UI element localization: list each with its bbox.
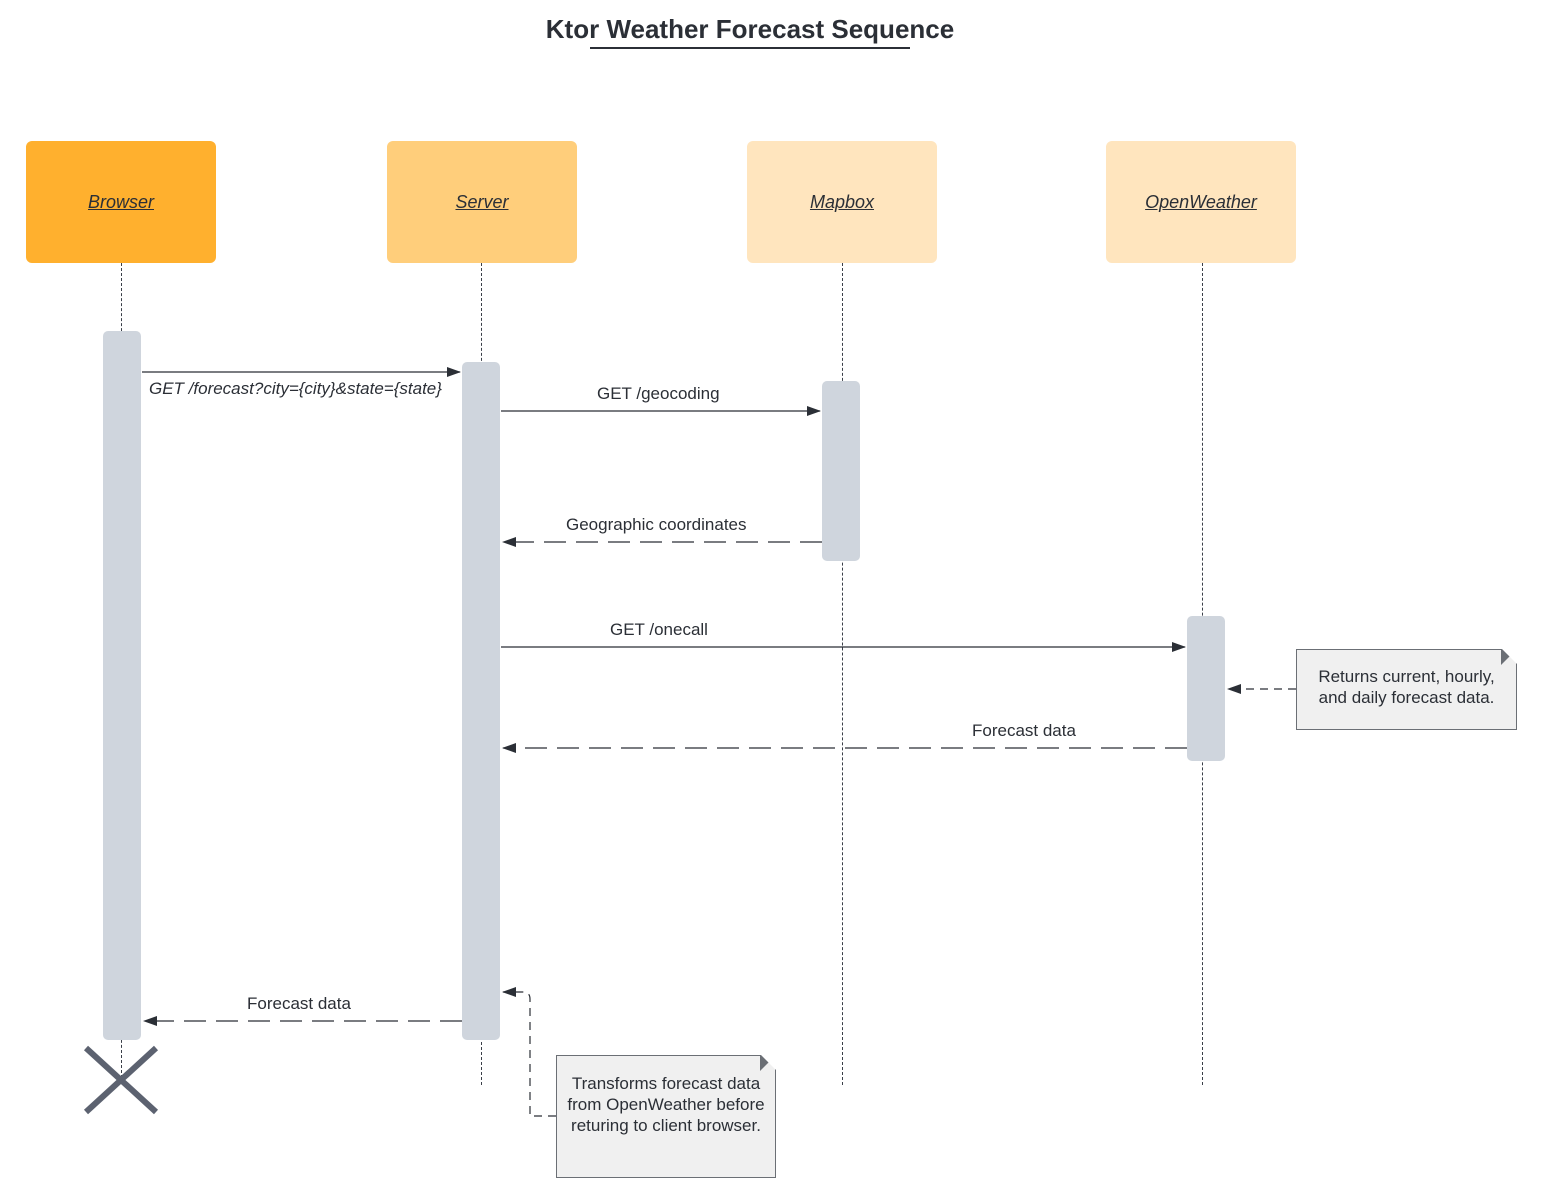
message-label-3: Geographic coordinates <box>566 515 747 534</box>
note-openweather[interactable]: Returns current, hourly, and daily forec… <box>1296 649 1517 730</box>
message-label-1: GET /forecast?city={city}&state={state} <box>149 379 442 398</box>
note-openweather-text: Returns current, hourly, and daily forec… <box>1318 667 1495 707</box>
note-fold <box>1501 649 1517 665</box>
actor-browser[interactable]: Browser <box>26 141 216 263</box>
actor-openweather[interactable]: OpenWeather <box>1106 141 1296 263</box>
actor-mapbox[interactable]: Mapbox <box>747 141 937 263</box>
note-fold <box>760 1055 776 1071</box>
diagram-title: Ktor Weather Forecast Sequence <box>545 14 955 44</box>
actor-server-label: Server <box>455 191 509 212</box>
lifeline-mapbox <box>842 263 843 1085</box>
actor-server[interactable]: Server <box>387 141 577 263</box>
activation-openweather <box>1187 616 1225 761</box>
note-connector-server <box>502 987 556 1117</box>
note-server-text: Transforms forecast data from OpenWeathe… <box>567 1074 765 1135</box>
actor-mapbox-label: Mapbox <box>809 191 875 212</box>
message-label-2: GET /geocoding <box>597 384 720 403</box>
activation-server <box>462 362 500 1040</box>
x-mark-icon <box>83 1045 159 1115</box>
message-label-5: Forecast data <box>972 721 1076 740</box>
activation-browser <box>103 331 141 1040</box>
activation-mapbox <box>822 381 860 561</box>
message-label-4: GET /onecall <box>610 620 708 639</box>
message-label-6: Forecast data <box>247 994 351 1013</box>
title-underline <box>590 47 910 49</box>
note-server[interactable]: Transforms forecast data from OpenWeathe… <box>556 1055 776 1178</box>
actor-browser-label: Browser <box>87 191 154 212</box>
actor-openweather-label: OpenWeather <box>1145 191 1257 212</box>
